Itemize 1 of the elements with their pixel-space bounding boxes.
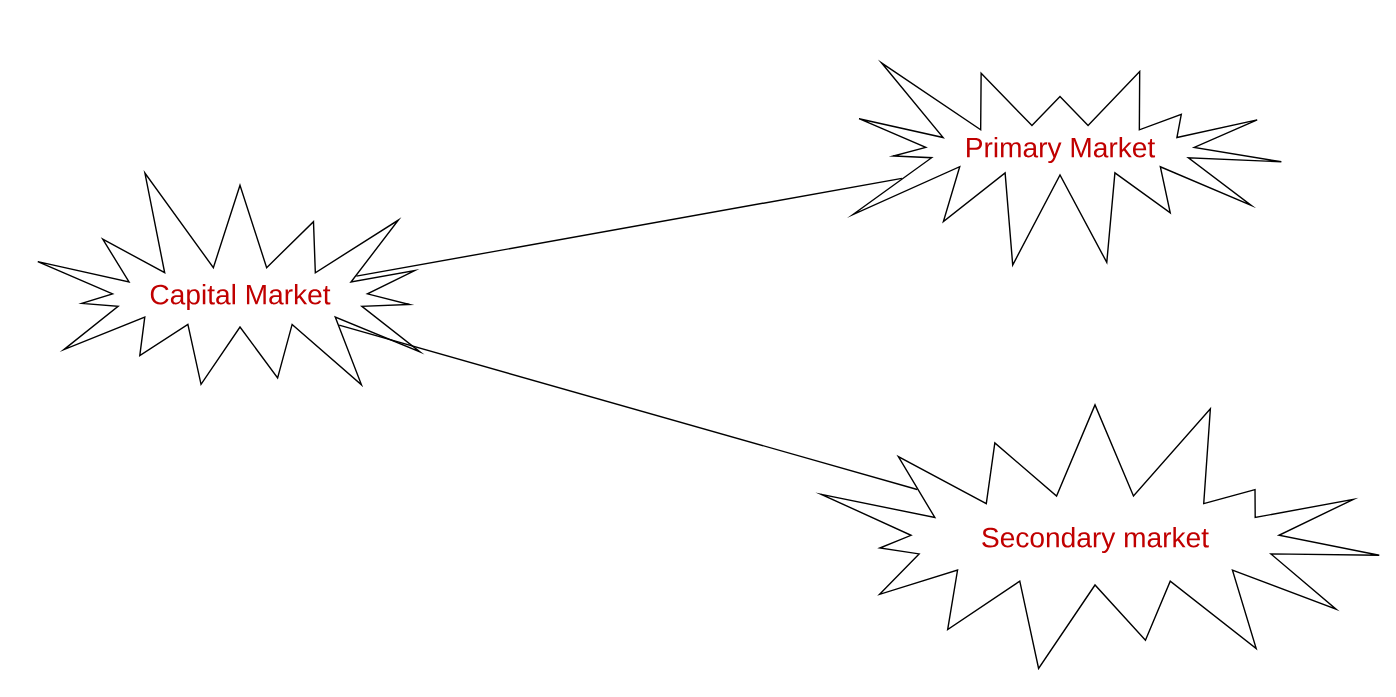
connector-line [338,324,918,491]
